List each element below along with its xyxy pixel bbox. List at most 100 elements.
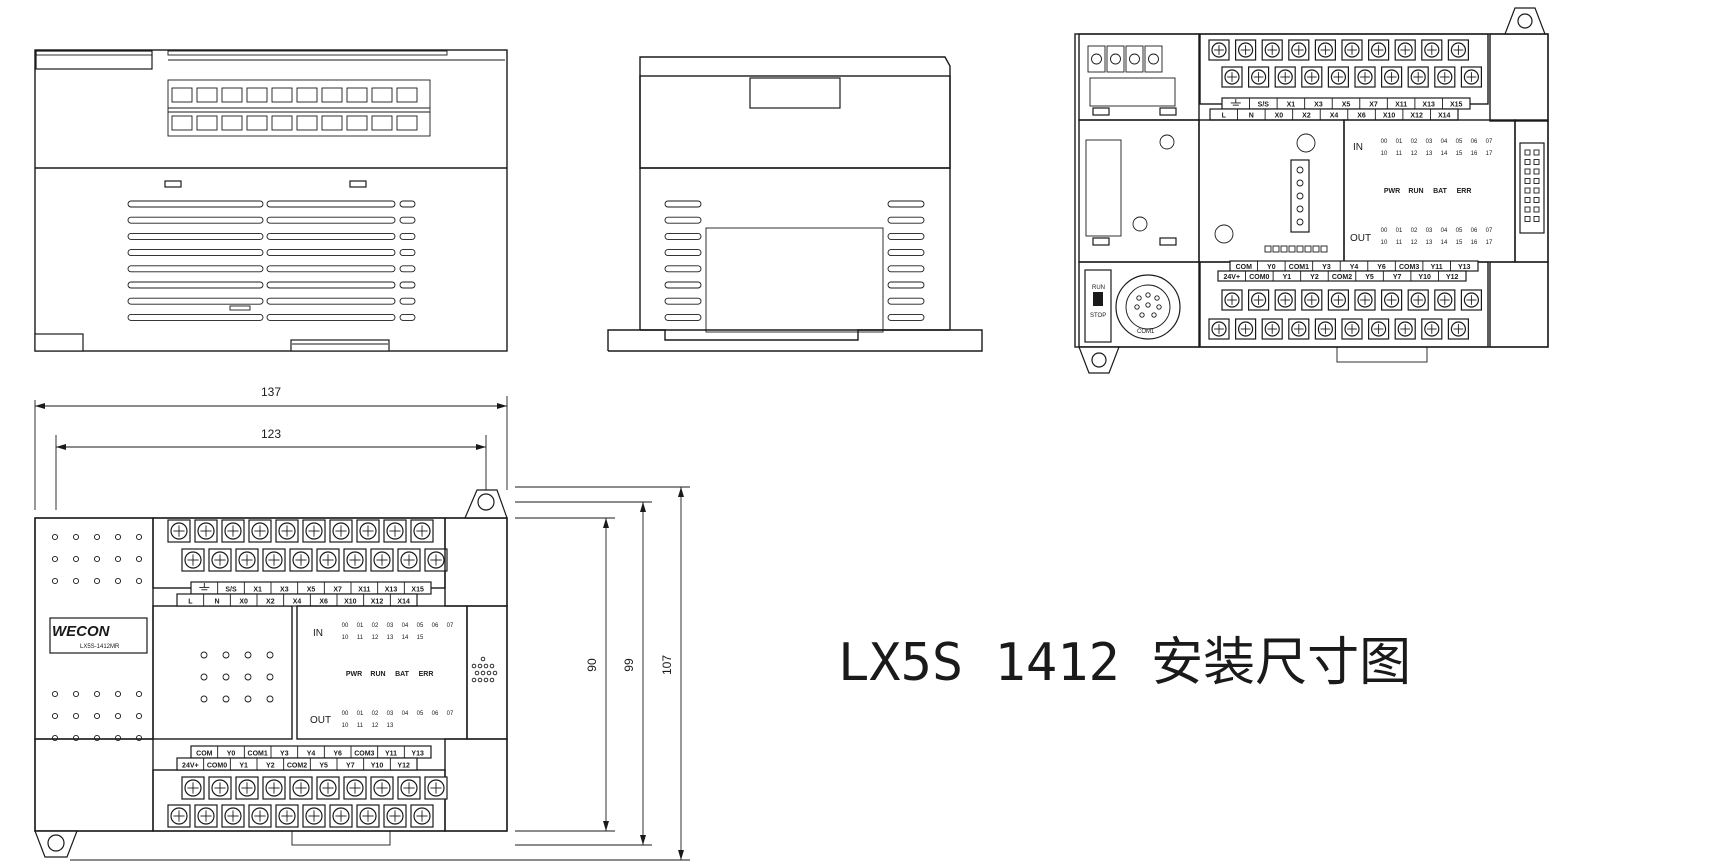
vent-dot [51, 555, 59, 563]
ribbon-pin [1533, 197, 1540, 203]
status-led-label: BAT [395, 671, 410, 678]
plug-block [1106, 45, 1125, 73]
input-terminal-label: S/S [1258, 102, 1270, 109]
terminal-screw [410, 804, 434, 828]
ribbon-pin [1524, 206, 1531, 213]
led-number: 13 [1426, 240, 1433, 246]
led-number: 01 [357, 711, 364, 717]
vent-dot [72, 555, 80, 563]
vent-slot [887, 313, 925, 321]
vent-dot [135, 577, 143, 585]
output-terminal-label: COM2 [287, 762, 307, 769]
led-number: 06 [1471, 228, 1478, 234]
output-terminal-label: COM0 [1249, 274, 1269, 281]
vent-dot [72, 690, 80, 698]
dim-overall-width: 137 [261, 385, 281, 399]
vent-dot [222, 651, 230, 659]
plug-block [1087, 45, 1106, 73]
input-terminal-label: X13 [1422, 102, 1435, 109]
vent-dot [51, 712, 59, 720]
output-terminal-label: COM0 [207, 762, 227, 769]
led-indicator [1296, 245, 1304, 253]
vent-dot [477, 677, 483, 683]
input-terminal-label: X0 [239, 598, 248, 605]
vent-dot [135, 712, 143, 720]
vent-dot [135, 555, 143, 563]
status-led-label: BAT [1433, 188, 1448, 195]
terminal-fin [296, 115, 318, 131]
led-number: 07 [1486, 228, 1493, 234]
terminal-screw [1421, 39, 1443, 61]
led-number: 05 [1456, 139, 1463, 145]
ribbon-pin [1533, 149, 1540, 156]
plug-block [1144, 45, 1163, 73]
vent-dot [483, 677, 489, 683]
output-terminal-label: Y11 [1431, 264, 1443, 271]
vent-slot [127, 265, 264, 273]
terminal-screw [1221, 66, 1243, 88]
dim-height-inner: 90 [585, 658, 599, 672]
vent-dot [72, 712, 80, 720]
terminal-screw [1407, 66, 1429, 88]
vent-dot [266, 695, 274, 703]
led-number: 12 [372, 635, 379, 641]
ribbon-pin [1524, 216, 1531, 222]
ribbon-pin [1524, 187, 1531, 194]
connector-pin [1296, 179, 1304, 187]
output-terminal-label: Y0 [227, 750, 236, 757]
ribbon-pin [1524, 168, 1531, 175]
terminal-screw [1274, 289, 1296, 311]
ribbon-pin [1533, 168, 1540, 175]
terminal-screw [1354, 66, 1376, 88]
terminal-fin [196, 115, 218, 131]
vent-dot [471, 663, 477, 669]
vent-slot [399, 265, 416, 273]
vent-slot [399, 200, 416, 208]
vent-dot [114, 734, 122, 742]
led-number: 03 [387, 711, 394, 717]
status-led-label: RUN [1408, 188, 1423, 195]
led-number: 06 [432, 711, 439, 717]
input-terminal-label: N [214, 598, 219, 605]
terminal-fin [171, 87, 193, 103]
vent-dot [93, 734, 101, 742]
vent-dot [244, 673, 252, 681]
input-terminal-label: X2 [266, 598, 275, 605]
output-terminal-label: COM1 [1289, 264, 1309, 271]
status-led-label: ERR [1457, 188, 1472, 195]
terminal-fin [221, 115, 243, 131]
terminal-screw [329, 519, 353, 543]
terminal-screw [194, 519, 218, 543]
terminal-fin [346, 87, 368, 103]
terminal-screw [397, 776, 421, 800]
terminal-fin [321, 115, 343, 131]
output-terminal-label: Y3 [1322, 264, 1331, 271]
input-terminal-label: X6 [1357, 113, 1366, 120]
terminal-screw [1221, 289, 1243, 311]
main-out-label: OUT [310, 715, 331, 726]
top-in-label: IN [1353, 142, 1363, 153]
input-terminal-label: X14 [1438, 113, 1451, 120]
vent-dot [244, 651, 252, 659]
terminal-screw [1314, 318, 1337, 340]
led-number: 17 [1486, 240, 1493, 246]
vent-slot [887, 232, 925, 240]
vent-slot [399, 281, 416, 289]
plug-screw [1110, 53, 1121, 65]
vent-slot [664, 281, 702, 289]
terminal-screw [1208, 318, 1230, 340]
status-led-label: PWR [1384, 188, 1400, 195]
terminal-screw [1434, 289, 1456, 311]
led-number: 11 [357, 635, 364, 641]
input-terminal-label: X7 [333, 586, 342, 593]
terminal-screw [1380, 289, 1403, 311]
terminal-screw [1274, 66, 1296, 88]
terminal-screw [194, 804, 218, 828]
vent-dot [480, 670, 486, 676]
terminal-screw [316, 548, 340, 572]
ribbon-pin [1524, 159, 1531, 165]
led-number: 07 [447, 711, 454, 717]
com1-port-label: COM1 [1137, 329, 1155, 335]
terminal-screw [289, 776, 313, 800]
terminal-screw [1247, 66, 1270, 88]
